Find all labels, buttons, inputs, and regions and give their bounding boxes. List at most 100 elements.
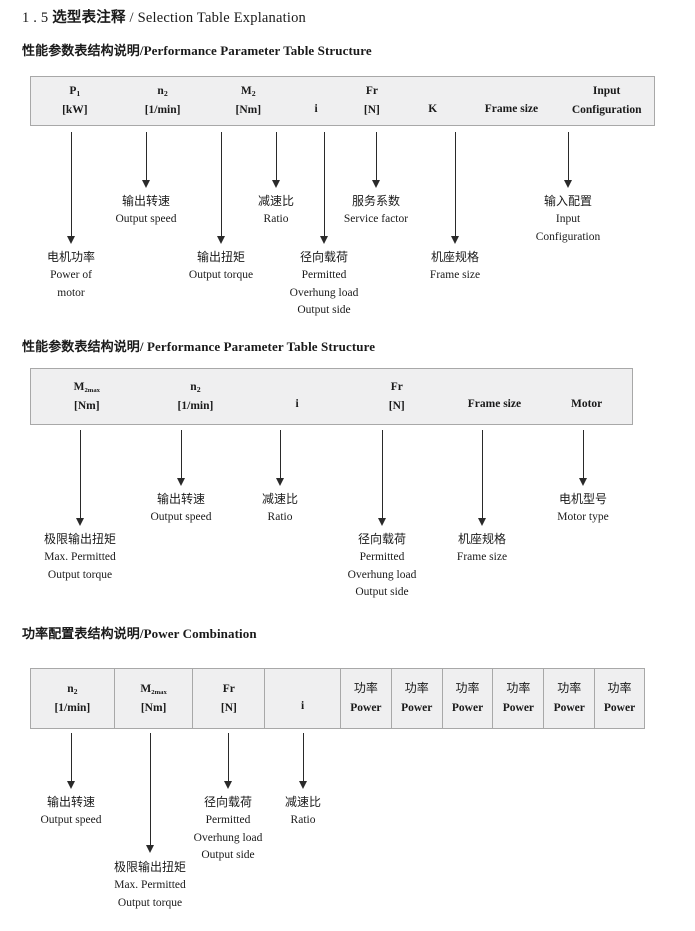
arrow-overhung-load-2 [378, 430, 387, 526]
header-symbol: Motor [570, 398, 603, 411]
note-overhung-load-en-2: Overhung load [289, 286, 359, 299]
arrow-power-of-motor [67, 132, 76, 244]
note-output-speed-cn: 输出转速 [121, 194, 171, 208]
note-ratio-cn: 减速比 [257, 194, 295, 208]
section-3-heading-sep: / [139, 626, 144, 641]
table-header-cell: Fr [N] [346, 369, 448, 424]
header-unit: [N] [363, 104, 380, 116]
arrow-max-permitted-output-torque-3 [146, 733, 155, 853]
header-symbol: M2max [140, 682, 167, 696]
header-symbol: 功率 [506, 681, 531, 696]
note-service-factor: 服务系数 Service factor [344, 192, 408, 229]
note-motor-type-cn: 电机型号 [558, 492, 607, 506]
note-ratio-2: 减速比 Ratio [262, 490, 298, 527]
note-ratio-2-cn: 减速比 [261, 492, 299, 506]
header-symbol: 功率 [455, 681, 480, 696]
table-header-cell: M2max[Nm] [31, 369, 143, 424]
note-output-speed-2-cn: 输出转速 [156, 492, 206, 506]
page-title: 1 . 5 选型表注释 / Selection Table Explanatio… [22, 6, 306, 27]
header-subscript: 2max [151, 688, 167, 696]
note-max-permitted-output-torque-3-en-2: Output torque [117, 896, 183, 909]
page-title-separator: / [129, 10, 134, 26]
note-max-permitted-output-torque-3: 极限输出扭矩 Max. Permitted Output torque [114, 858, 186, 912]
note-max-permitted-output-torque-en-2: Output torque [47, 568, 113, 581]
section-1-heading-en: Performance Parameter Table Structure [143, 43, 372, 58]
header-unit: [kW] [62, 104, 88, 116]
header-symbol: K [428, 102, 438, 115]
note-ratio-3-en-1: Ratio [290, 814, 316, 827]
section-2-heading-en: Performance Parameter Table Structure [146, 339, 376, 354]
note-ratio: 减速比 Ratio [258, 192, 294, 229]
note-output-speed-2: 输出转速 Output speed [150, 490, 211, 527]
note-output-speed-3: 输出转速 Output speed [40, 793, 101, 830]
note-motor-type-en-1: Motor type [557, 511, 609, 524]
note-overhung-load-en-1: Permitted [301, 269, 347, 282]
note-overhung-load-3-en-1: Permitted [205, 814, 251, 827]
section-1-heading-sep: / [139, 43, 144, 58]
note-output-speed-en-1: Output speed [115, 213, 177, 226]
arrow-output-speed-2 [177, 430, 186, 486]
note-overhung-load-2-en-1: Permitted [359, 551, 405, 564]
note-frame-size-2-en-1: Frame size [456, 551, 508, 564]
header-symbol: n2 [190, 380, 201, 394]
table-header-cell: Frame size [448, 369, 542, 424]
note-power-of-motor-en-1: Power of [50, 269, 92, 282]
header-symbol: i [301, 700, 305, 713]
note-ratio-en-1: Ratio [263, 213, 289, 226]
table-header-cell: Fr[N] [192, 669, 264, 728]
table-header-cell: Frame size [464, 77, 560, 125]
arrow-ratio [272, 132, 281, 188]
header-unit: [Nm] [74, 399, 100, 412]
header-unit: Power [350, 701, 382, 714]
header-symbol: n2 [157, 85, 168, 99]
header-unit: Power [401, 701, 433, 714]
note-ratio-3: 减速比 Ratio [285, 793, 321, 830]
note-frame-size-cn: 机座规格 [430, 250, 480, 264]
header-unit: [1/min] [144, 104, 181, 116]
note-max-permitted-output-torque-en-1: Max. Permitted [44, 551, 116, 564]
header-unit: [Nm] [235, 104, 262, 116]
table-header-cell: K [402, 77, 464, 125]
section-3-heading-cn: 功率配置表结构说明 [22, 626, 140, 641]
arrow-frame-size-2 [478, 430, 487, 526]
header-unit: [N] [388, 399, 405, 412]
note-output-speed: 输出转速 Output speed [115, 192, 176, 229]
note-max-permitted-output-torque: 极限输出扭矩 Max. Permitted Output torque [44, 530, 116, 584]
note-overhung-load-cn: 径向载荷 [299, 250, 349, 264]
note-overhung-load-2: 径向载荷 Permitted Overhung load Output side [348, 530, 417, 601]
header-symbol: Fr [390, 380, 403, 393]
note-input-configuration: 输入配置 Input Configuration [536, 192, 601, 246]
note-power-of-motor-en-2: motor [57, 286, 85, 299]
note-input-configuration-en-1: Input [555, 213, 581, 226]
note-motor-type: 电机型号 Motor type [557, 490, 608, 527]
header-unit: [Nm] [140, 701, 167, 714]
note-max-permitted-output-torque-cn: 极限输出扭矩 [43, 532, 117, 546]
note-service-factor-en-1: Service factor [343, 213, 409, 226]
table-header-cell: n2 [1/min] [119, 77, 207, 125]
header-symbol: Frame size [467, 398, 522, 411]
note-output-speed-2-en-1: Output speed [150, 511, 212, 524]
header-symbol: M2 [240, 85, 256, 99]
table-header-cell: M2max [Nm] [113, 669, 193, 728]
note-max-permitted-output-torque-3-en-1: Max. Permitted [114, 879, 186, 892]
table-header-cell: 功率 Power [339, 669, 391, 728]
header-symbol: 功率 [353, 681, 378, 696]
note-overhung-load-3-en-2: Overhung load [193, 831, 263, 844]
arrow-output-torque [217, 132, 226, 244]
header-subscript: 2 [196, 384, 201, 394]
note-power-of-motor-cn: 电机功率 [46, 250, 96, 264]
note-frame-size-2-cn: 机座规格 [457, 532, 507, 546]
arrow-max-permitted-output-torque [76, 430, 85, 526]
note-ratio-3-cn: 减速比 [284, 795, 322, 809]
header-subscript: 2 [73, 686, 78, 696]
arrow-frame-size [451, 132, 460, 244]
note-output-speed-3-en-1: Output speed [40, 814, 102, 827]
note-overhung-load-2-en-3: Output side [355, 585, 409, 598]
